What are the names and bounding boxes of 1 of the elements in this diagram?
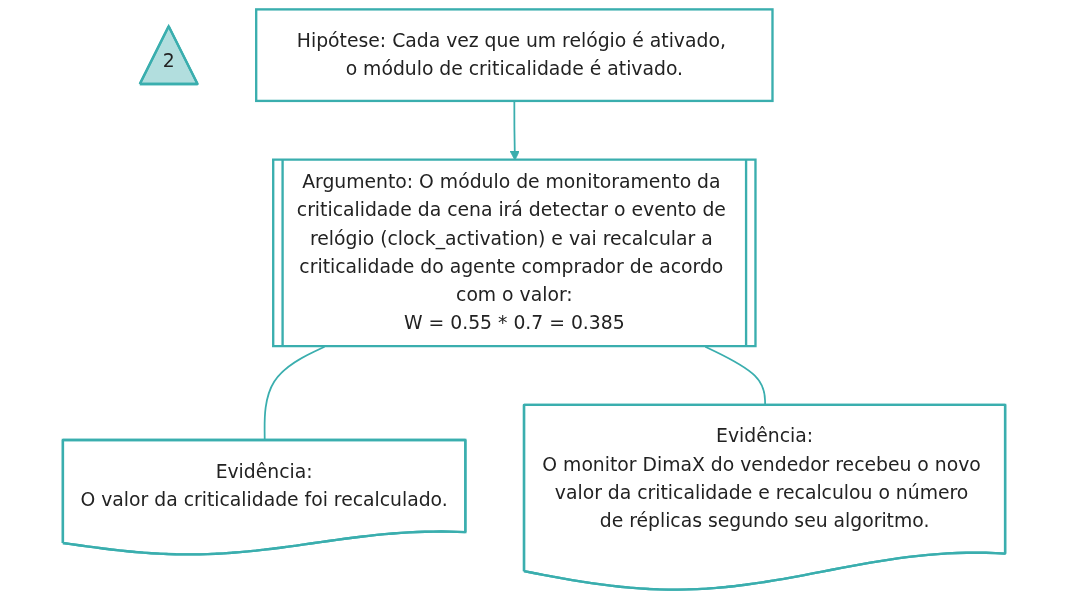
node-box: Hipótese: Cada vez que um relógio é ativado, o módulo de criticalidade é ativado. — [255, 8, 774, 103]
